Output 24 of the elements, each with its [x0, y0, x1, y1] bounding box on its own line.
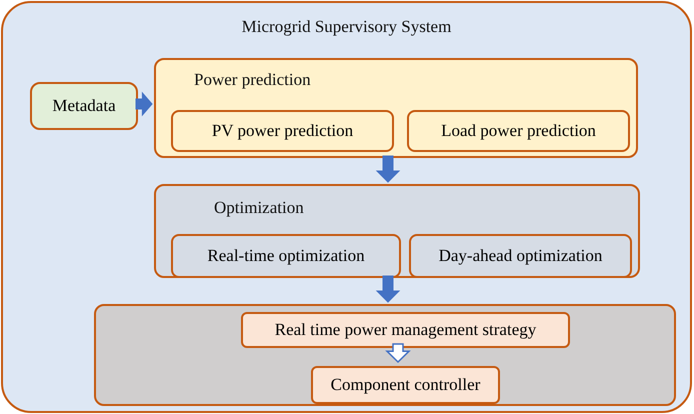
group-heading: Power prediction [194, 70, 311, 90]
process-box [407, 110, 630, 152]
group-heading: Microgrid Supervisory System [240, 17, 452, 37]
process-box [311, 366, 500, 404]
group-heading: Optimization [214, 198, 304, 218]
box-label: Load power prediction [441, 121, 596, 141]
box-label: Real time power management strategy [274, 320, 536, 340]
group-box [154, 58, 638, 158]
box-label: Day-ahead optimization [438, 246, 602, 266]
process-box [171, 110, 394, 152]
group-box [154, 184, 640, 278]
box-label: Real-time optimization [207, 246, 365, 266]
process-box [241, 312, 570, 348]
process-box [171, 234, 401, 278]
block-arrow [385, 343, 411, 364]
box-label: PV power prediction [212, 121, 354, 141]
block-arrow [376, 276, 400, 303]
group-band [94, 304, 676, 406]
process-box [409, 234, 632, 278]
input-box [30, 82, 138, 130]
box-label: Component controller [330, 375, 480, 395]
block-arrow [136, 92, 153, 116]
box-label: Metadata [52, 96, 116, 116]
block-arrow [376, 156, 400, 183]
